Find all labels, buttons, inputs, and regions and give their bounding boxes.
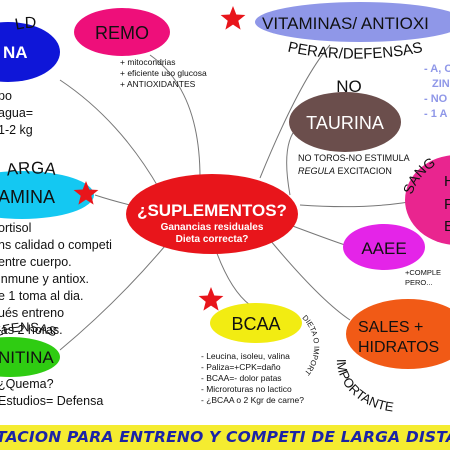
footer-title: TACION PARA ENTRENO Y COMPETI DE LARGA D… [0,428,450,446]
glutamina-node [0,171,94,219]
glutamina-note: ns calidad o competi [0,238,112,252]
center-title: ¿SUPLEMENTOS? [137,201,287,220]
footer-banner: TACION PARA ENTRENO Y COMPETI DE LARGA D… [0,425,450,450]
connector-sales [269,239,351,321]
taurina-notes: NO TOROS-NO ESTIMULA REGULA EXCITACION [298,152,410,178]
sanguineo-letter-3: E [444,218,450,235]
connector-carnitina [59,239,171,351]
connector-vitaminas [259,44,331,179]
remo-label: REMO [95,23,149,43]
connector-sanguineo [299,199,421,208]
glutamina-note: las 2 horas. [0,323,63,337]
taurina-note-1: NO TOROS-NO ESTIMULA [298,153,410,163]
connector-aaee [289,224,346,246]
connector-glutamina [94,194,131,206]
center-node [126,174,298,254]
vitamin-note: - 1 A [424,108,448,120]
carnitina-node [0,337,60,377]
vitaminas-node [255,2,450,42]
remo-node [74,8,170,56]
glutamina-arc: ARGA [5,158,57,179]
glutamina-note: ués entreno [0,306,65,320]
aaee-notes: +COMPLE PERO... [405,268,441,288]
sales-arc: IMPORTANTE [334,359,395,415]
connector-remo [149,54,201,179]
left-note: po [0,89,12,103]
left-top-label: NA [3,43,28,62]
left-note: agua= [0,106,34,120]
remo-note: + mitocondrias [120,57,176,67]
node-labels: NA REMO VITAMINAS/ ANTIOXI NO TAURINA H … [0,14,450,367]
bcaa-note: - ¿BCAA o 2 Kgr de carne? [201,395,304,405]
vitamin-notes: - A, C ZINC - NO - 1 A [424,62,450,122]
left-notes: po agua= 1-2 kg [0,88,33,139]
glutamina-note: inmune y antiox. [0,272,90,286]
taurina-label: TAURINA [306,113,384,133]
carnitina-note: Estudios= Defensa [0,394,104,408]
connectors [59,44,421,351]
remo-note: + ANTIOXIDANTES [120,79,196,89]
glutamina-note: ortisol [0,221,32,235]
sanguineo-node [405,155,450,245]
carnitina-notes: ¿Quema? Estudios= Defensa [0,376,103,410]
sales-node [346,299,450,369]
sales-label-1: SALES + [358,319,423,336]
vitaminas-label: VITAMINAS/ ANTIOXI [262,14,429,33]
taurina-node [289,92,401,152]
aaee-note: +COMPLE [405,268,442,277]
aaee-label: AAEE [361,239,406,258]
bcaa-notes: - Leucina, isoleu, valina - Paliza=+CPK=… [201,351,304,406]
stars [73,6,246,311]
bcaa-note: - Paliza=+CPK=daño [201,362,281,372]
aaee-note: PERO... [405,278,433,287]
bcaa-note: - BCAA=- dolor patas [201,373,282,383]
remo-notes: + mitocondrias + eficiente uso glucosa +… [120,57,207,90]
bcaa-node [210,303,302,343]
glutamina-note: e 1 toma al dia. [0,289,84,303]
taurina-above: NO [336,77,362,96]
star-icon [220,6,246,30]
vitamin-note: - NO [424,93,448,105]
center-sub-2: Dieta correcta? [176,234,249,245]
left-top-arc: LD [14,15,37,34]
connector-left-top [59,79,161,191]
left-top-node [0,22,60,82]
connector-bcaa [214,247,251,306]
vitamin-note: ZINC [432,78,450,90]
bcaa-note: - Leucina, isoleu, valina [201,351,290,361]
bcaa-label: BCAA [231,314,280,334]
glutamina-label: AMINA [0,187,55,207]
remo-note: + eficiente uso glucosa [120,68,207,78]
bcaa-note: - Microroturas no lactico [201,384,292,394]
aaee-node [343,224,425,270]
carnitina-label: NITINA [0,348,54,367]
center-sub-1: Ganancias residuales [161,222,264,233]
glutamina-note: entre cuerpo. [0,255,72,269]
vitaminas-arc: PERAR/DEFENSAS [286,39,424,63]
star-icon [73,181,99,205]
vitamin-note: - A, C [424,63,450,75]
sales-label-2: HIDRATOS [358,339,439,356]
carnitina-note: ¿Quema? [0,377,54,391]
left-note: 1-2 kg [0,123,33,137]
sanguineo-letter-1: H [444,173,450,190]
star-icon [198,287,224,311]
glutamina-notes: ortisol ns calidad o competi entre cuerp… [0,220,112,339]
taurina-note-2: REGULA EXCITACION [298,166,392,176]
sanguineo-letter-2: F [444,196,450,213]
